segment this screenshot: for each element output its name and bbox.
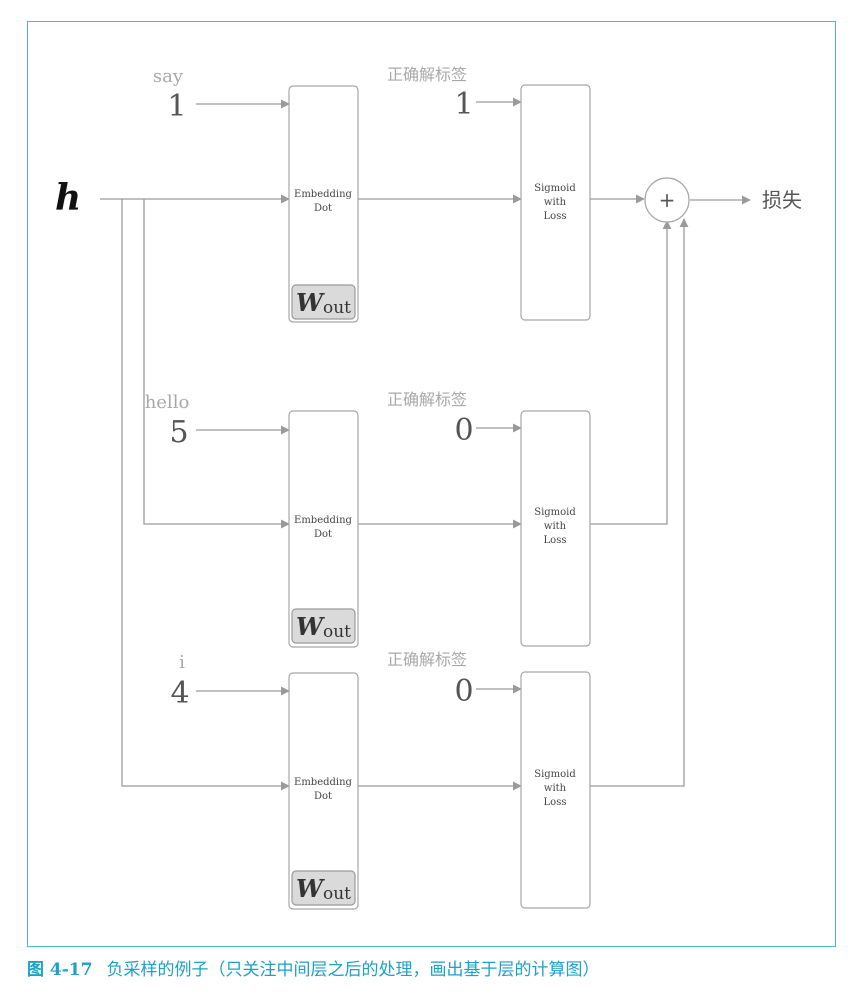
row1-embedding-label: Embedding [294,189,353,200]
row3-sigmoid-label: Sigmoid [534,769,576,780]
row2-with-label: with [544,521,567,532]
row2-correct-label-caption: 正确解标签 [387,390,467,409]
row3-embedding-label: Embedding [294,777,353,788]
row3-wout-block [291,870,356,906]
row2-word: hello [145,392,190,413]
figure-caption: 图 4-17 负采样的例子（只关注中间层之后的处理，画出基于层的计算图） [27,955,599,980]
loss-label: 损失 [762,188,802,212]
input-h-label: h [55,177,81,219]
row3-dot-label: Dot [314,791,332,802]
row1-wout-block [291,284,356,320]
row1-correct-label-caption: 正确解标签 [387,65,467,84]
row3-wout-label: Wout [296,874,351,904]
row1-word: say [153,66,184,87]
row3-index: 4 [170,676,189,711]
row3-loss-label: Loss [544,797,567,808]
row2-embedding-label: Embedding [294,515,353,526]
row1-embedding-dot-box [288,85,359,323]
row1-with-label: with [544,197,567,208]
row1-sigmoid-with-loss-box [520,84,591,321]
row1-dot-label: Dot [314,203,332,214]
row2-wout-label: Wout [296,612,351,642]
row3-sigmoid-to-sum-arrow [590,218,689,787]
row3-sigmoid-with-loss-box [520,671,591,909]
row3-embedding-dot-box [288,672,359,910]
row1-correct-label: 1 [454,87,473,122]
row2-index: 5 [169,415,188,450]
row2-loss-label: Loss [544,535,567,546]
row2-sigmoid-to-sum-arrow [590,220,672,525]
figure-frame [27,21,836,947]
row1-sigmoid-label: Sigmoid [534,183,576,194]
h-to-embedding-3-arrow [121,199,290,791]
row1-loss-label: Loss [544,211,567,222]
row2-wout-block [291,608,356,644]
computation-graph: h say 1 Embedding Dot Wout 正确解标签 1 Sigmo… [55,65,802,910]
sum-node [644,177,690,223]
row1-index: 1 [167,89,186,124]
figure-caption-text: 负采样的例子（只关注中间层之后的处理，画出基于层的计算图） [106,960,600,980]
row2-sigmoid-with-loss-box [520,410,591,647]
row3-correct-label: 0 [454,674,473,709]
plus-symbol: + [659,188,676,212]
row3-correct-label-caption: 正确解标签 [387,650,467,669]
row2-embedding-dot-box [288,410,359,648]
row2-sigmoid-label: Sigmoid [534,507,576,518]
figure-number: 图 4-17 [27,960,93,980]
row2-correct-label: 0 [454,413,473,448]
row3-with-label: with [544,783,567,794]
row2-dot-label: Dot [314,529,332,540]
row3-word: i [179,652,185,673]
h-to-embedding-2-arrow [143,199,290,529]
row1-wout-label: Wout [296,288,351,318]
